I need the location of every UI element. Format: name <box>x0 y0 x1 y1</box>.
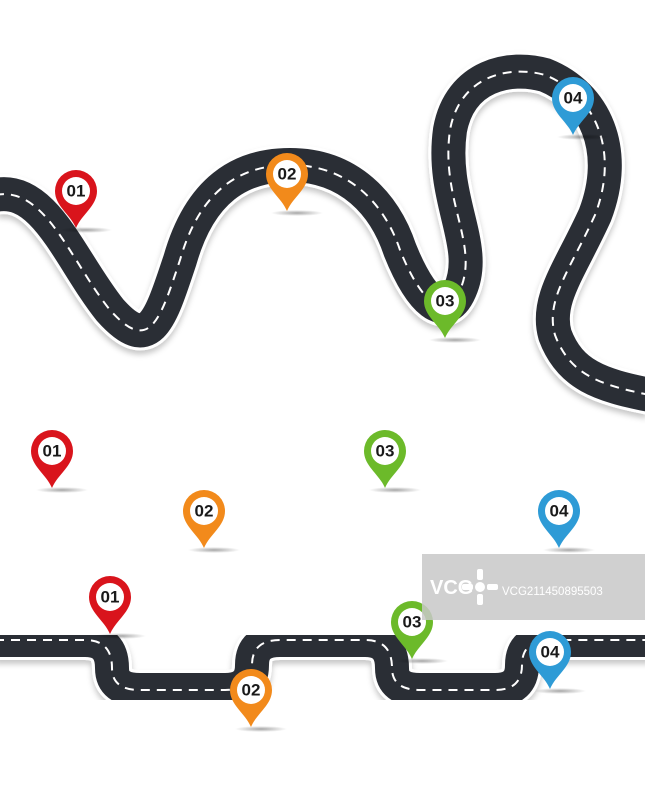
watermark-brand: VCG <box>430 577 473 599</box>
stepped-road-lane-marking <box>0 639 645 691</box>
pin-center <box>371 437 399 465</box>
pin-label: 03 <box>403 613 422 632</box>
pin-label: 01 <box>67 182 86 201</box>
pin-center <box>62 177 90 205</box>
straight-road-pins: 01 02 03 04 <box>31 430 595 553</box>
pin-shadow <box>429 337 481 343</box>
pin-label: 02 <box>242 681 261 700</box>
curvy-road <box>0 51 645 415</box>
pin-center <box>545 497 573 525</box>
pin-marker: 03 <box>364 430 421 493</box>
pin-center <box>398 608 426 636</box>
pin-label: 02 <box>195 502 214 521</box>
pin-center <box>96 583 124 611</box>
pin-shadow <box>543 547 595 553</box>
pin-label: 02 <box>278 165 297 184</box>
watermark: VCG VCG211450895503 <box>422 554 645 620</box>
curvy-road-pins: 01 02 03 04 <box>55 77 609 343</box>
pin-shadow <box>396 658 448 664</box>
pin-label: 01 <box>43 442 62 461</box>
watermark-logo-icon <box>462 569 498 605</box>
pin-center <box>273 160 301 188</box>
pin-label: 03 <box>376 442 395 461</box>
pin-shadow <box>534 688 586 694</box>
pin-label: 04 <box>550 502 569 521</box>
watermark-id: VCG211450895503 <box>502 586 603 598</box>
pin-shadow <box>94 633 146 639</box>
watermark-background <box>422 554 645 620</box>
pin-label: 01 <box>101 588 120 607</box>
pin-center <box>190 497 218 525</box>
curvy-road-asphalt <box>0 54 645 412</box>
pin-center <box>38 437 66 465</box>
pin-marker: 04 <box>529 631 586 694</box>
pin-marker: 03 <box>424 280 481 343</box>
pin-marker: 01 <box>89 576 146 639</box>
pin-marker: 02 <box>266 153 323 216</box>
pin-shadow <box>188 547 240 553</box>
stepped-road <box>0 620 645 710</box>
pin-label: 04 <box>564 89 583 108</box>
pin-marker: 02 <box>230 669 287 732</box>
pin-center <box>237 676 265 704</box>
pin-marker: 04 <box>552 77 609 140</box>
pin-shadow <box>271 210 323 216</box>
pin-shadow <box>557 134 609 140</box>
pin-center <box>559 84 587 112</box>
pin-shadow <box>60 227 112 233</box>
pin-shadow <box>36 487 88 493</box>
pin-marker: 02 <box>183 490 240 553</box>
pin-marker: 01 <box>55 170 112 233</box>
pin-shadow <box>235 726 287 732</box>
pin-center <box>431 287 459 315</box>
pin-marker: 01 <box>31 430 88 493</box>
pin-label: 04 <box>541 643 560 662</box>
pin-center <box>536 638 564 666</box>
pin-label: 03 <box>436 292 455 311</box>
pin-shadow <box>369 487 421 493</box>
pin-marker: 04 <box>538 490 595 553</box>
